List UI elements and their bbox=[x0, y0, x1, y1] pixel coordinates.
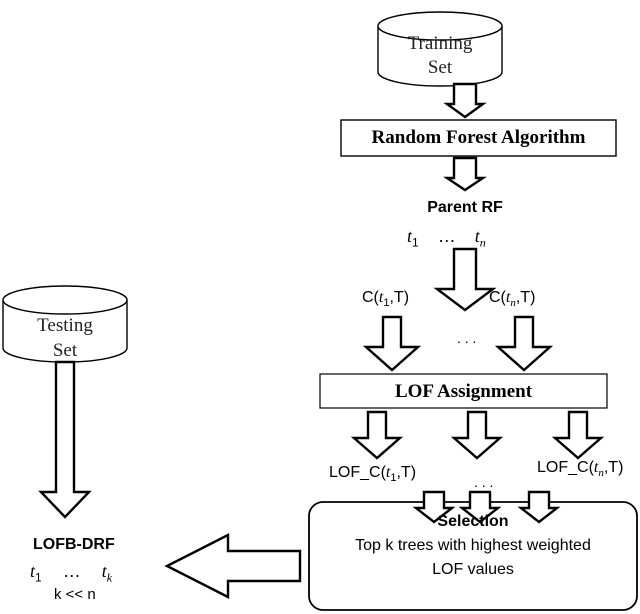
arrow-rf-to-parent bbox=[443, 156, 487, 192]
arrow-lof-to-lofn bbox=[551, 410, 605, 460]
arrow-to-selection-middle bbox=[458, 490, 502, 524]
arrow-testing-to-lofb bbox=[38, 360, 92, 519]
testing-set-line1: Testing bbox=[37, 315, 93, 336]
lofb-drf-t1-sub: 1 bbox=[35, 570, 42, 585]
confidence-tn-var: t bbox=[505, 289, 511, 306]
lof-c-t1-prefix: LOF_C( bbox=[329, 464, 386, 481]
random-forest-label: Random Forest Algorithm bbox=[371, 127, 586, 148]
parent-rf-trees: t1 … tn bbox=[407, 226, 486, 251]
confidence-t1-var: t bbox=[378, 289, 384, 306]
arrow-lof-to-lof1 bbox=[350, 410, 404, 460]
lof-c-dots: . . . bbox=[474, 474, 494, 490]
selection-line1: Top k trees with highest weighted bbox=[355, 537, 591, 554]
parent-rf-dots: … bbox=[437, 226, 456, 246]
lofb-drf-title: LOFB-DRF bbox=[33, 536, 115, 553]
training-set-cylinder bbox=[377, 11, 503, 87]
lof-c-t1-suffix: ,T) bbox=[396, 464, 417, 481]
selection-line2: LOF values bbox=[432, 561, 514, 578]
testing-set-label: Testing Set bbox=[20, 313, 110, 363]
arrow-to-selection-left bbox=[412, 490, 456, 524]
testing-set-cylinder bbox=[2, 285, 128, 363]
confidence-t1-sub: 1 bbox=[383, 297, 390, 310]
parent-rf-title: Parent RF bbox=[427, 199, 503, 216]
lof-c-t1-sub: 1 bbox=[390, 472, 397, 485]
confidence-t1-label: C(t1,T) bbox=[362, 289, 409, 309]
confidence-dots: . . . bbox=[457, 330, 477, 346]
arrow-lof-to-mid bbox=[450, 410, 504, 460]
random-forest-box bbox=[340, 119, 617, 157]
arrow-parent-to-trees bbox=[433, 247, 497, 312]
lof-c-tn-label: LOF_C(tn,T) bbox=[537, 459, 623, 479]
arrow-selection-to-lofb bbox=[164, 533, 302, 599]
lofb-drf-constraint: k << n bbox=[54, 586, 96, 603]
confidence-t1-prefix: C( bbox=[362, 289, 379, 306]
lof-c-tn-sub: n bbox=[598, 467, 604, 480]
confidence-tn-suffix: ,T) bbox=[515, 289, 536, 306]
parent-rf-t1: t bbox=[407, 226, 413, 246]
lof-c-tn-suffix: ,T) bbox=[603, 459, 624, 476]
lof-c-tn-prefix: LOF_C( bbox=[537, 459, 594, 476]
training-set-line1: Training bbox=[407, 33, 473, 54]
lof-c-t1-label: LOF_C(t1,T) bbox=[329, 464, 416, 484]
arrow-to-selection-right bbox=[517, 490, 561, 524]
selection-title: Selection bbox=[437, 513, 509, 530]
confidence-tn-label: C(tn,T) bbox=[489, 289, 535, 309]
lofb-drf-tk-sub: k bbox=[106, 570, 113, 585]
lof-c-tn-var: t bbox=[593, 459, 599, 476]
arrow-training-to-rf bbox=[443, 82, 487, 119]
selection-text: Selection Top k trees with highest weigh… bbox=[309, 510, 637, 582]
confidence-tn-prefix: C( bbox=[489, 289, 506, 306]
confidence-t1-suffix: ,T) bbox=[389, 289, 410, 306]
parent-rf-t1-sub: 1 bbox=[412, 235, 419, 250]
lof-c-t1-var: t bbox=[385, 464, 391, 481]
lof-assignment-box bbox=[319, 373, 608, 409]
parent-rf-tn: t bbox=[474, 226, 480, 246]
arrow-cn-to-lof bbox=[494, 315, 554, 372]
arrow-c1-to-lof bbox=[362, 315, 422, 372]
lof-assignment-label: LOF Assignment bbox=[394, 381, 533, 402]
training-set-line2: Set bbox=[427, 57, 453, 78]
lofb-drf-dots: … bbox=[62, 561, 81, 581]
lofb-drf-trees: t1 … tk bbox=[30, 561, 112, 586]
parent-rf-tn-sub: n bbox=[479, 235, 486, 250]
lofb-drf-tk: t bbox=[101, 561, 107, 581]
testing-set-line2: Set bbox=[52, 340, 78, 361]
training-set-label: Training Set bbox=[395, 32, 485, 80]
lofb-drf-t1: t bbox=[30, 561, 36, 581]
confidence-tn-sub: n bbox=[510, 297, 516, 310]
